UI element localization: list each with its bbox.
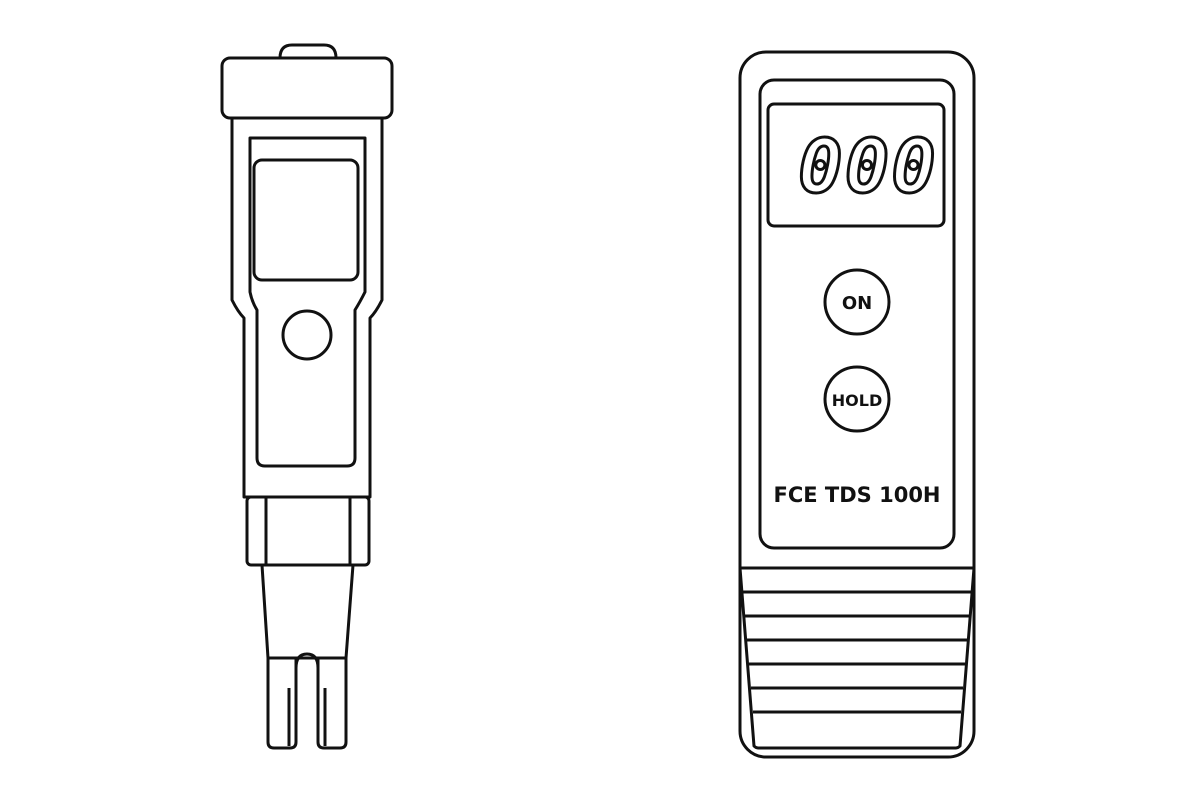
pen-probe-shaft [260,563,355,660]
handheld-grip [738,566,976,750]
hold-button-circle[interactable] [823,365,891,433]
handheld-meter: 000 ON HOLD FCE TDS 100H [738,50,976,759]
hold-button[interactable]: HOLD [823,365,891,433]
on-button-label: ON [842,293,872,314]
pen-electrode-right [316,656,348,750]
pen-display [252,158,360,282]
on-button-circle[interactable] [823,268,891,336]
on-button[interactable]: ON [823,268,891,336]
pen-electrode-gap [294,652,320,669]
hold-button-label: HOLD [832,391,882,410]
pen-meter [220,43,394,750]
handheld-display [766,102,946,228]
display-value: 000 [798,124,938,210]
pen-electrode-left [266,656,298,750]
grip-ridges [743,590,971,714]
pen-cap [220,56,394,120]
pen-button[interactable] [281,309,333,361]
model-label: FCE TDS 100H [773,483,940,507]
